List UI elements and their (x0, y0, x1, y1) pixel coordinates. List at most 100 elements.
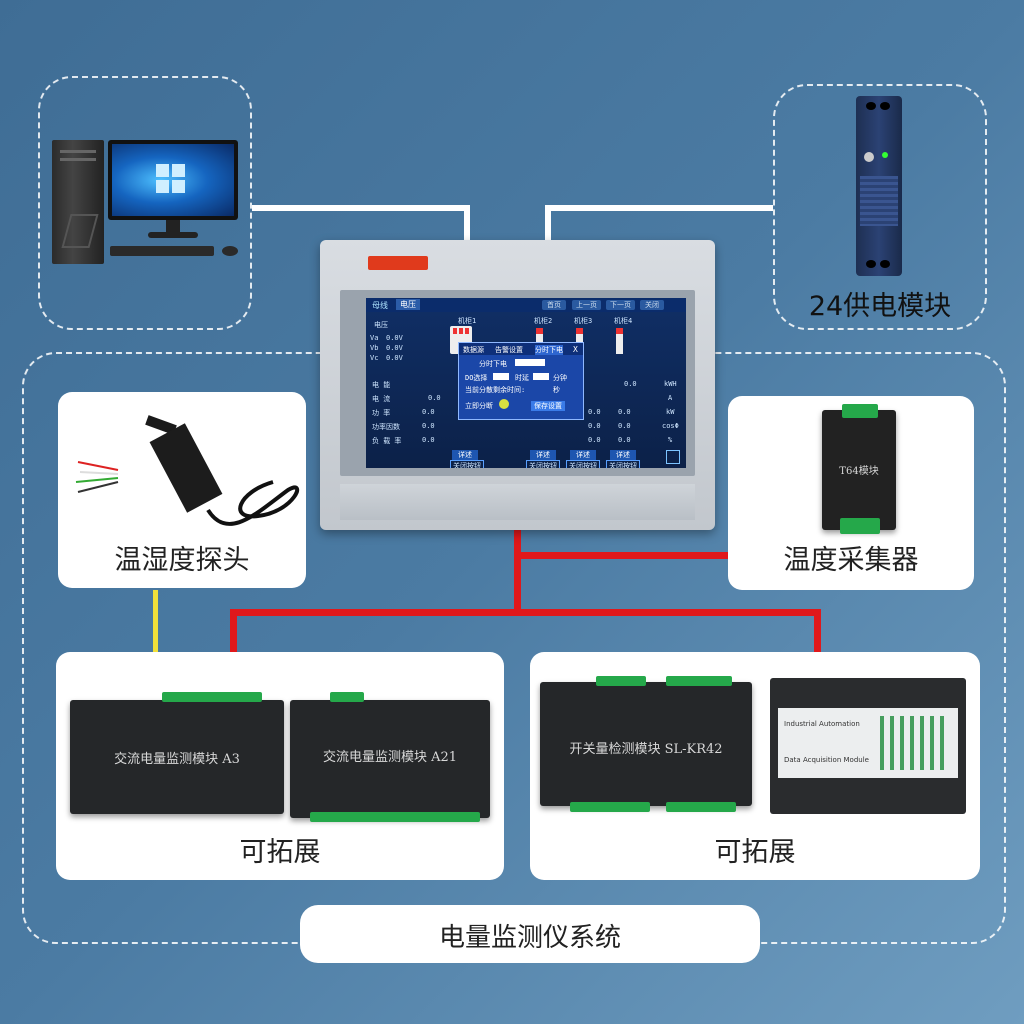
cabinet-2: 机柜2 (534, 317, 553, 325)
t64-module: T64模块 (822, 404, 896, 534)
unit-energy: kWH (664, 380, 677, 388)
probe-sensor-image (75, 415, 300, 526)
popup-delay-label: 时延 (515, 374, 529, 382)
unit-power: kW (666, 408, 675, 416)
windows-logo-icon (156, 164, 186, 194)
cabinet-1: 机柜1 (458, 317, 477, 325)
popup-tab-datasource[interactable]: 数据源 (463, 346, 484, 354)
tab-bus[interactable]: 母线 (372, 301, 388, 310)
wire-bus-right (814, 609, 821, 653)
hmi-panel: 母线 电压 首页 上一页 下一页 关闭 电压 Va 0.0V Vb 0.0V V… (320, 240, 715, 530)
t64-label: T64模块 (839, 466, 879, 477)
probe-label: 温湿度探头 (114, 545, 250, 576)
vc-value: 0.0V (386, 354, 403, 362)
module-a21: 交流电量监测模块 A21 (290, 692, 490, 822)
expand-right-label: 可拓展 (714, 837, 796, 868)
vb-value: 0.0V (386, 344, 403, 352)
cabinet-4: 机柜4 (614, 317, 633, 325)
popup-break-icon[interactable] (499, 399, 509, 409)
home-icon[interactable] (666, 450, 680, 464)
wire-pc-hmi-drop (464, 205, 470, 241)
row-label-power: 功 率 (372, 409, 391, 417)
power-group-outline (773, 84, 987, 330)
row-label-current: 电 流 (372, 395, 391, 403)
popup-do-select-label: DO选择 (465, 374, 488, 382)
close-button[interactable]: 关闭按钮 (606, 460, 640, 468)
hmi-screen-bezel: 母线 电压 首页 上一页 下一页 关闭 电压 Va 0.0V Vb 0.0V V… (340, 290, 695, 476)
wire-bus-horizontal (230, 609, 821, 616)
value-cell: 0.0 (618, 408, 631, 416)
vc-label: Vc (370, 354, 379, 362)
nav-prev[interactable]: 上一页 (572, 300, 601, 310)
data-acquisition-module: Industrial Automation Data Acquisition M… (770, 678, 966, 814)
popup-close-icon[interactable]: X (573, 345, 578, 354)
row-label-load: 负 载 率 (372, 437, 402, 445)
unit-current: A (668, 394, 673, 402)
popup-tab-alarm[interactable]: 告警设置 (495, 346, 523, 354)
popup-tab-timed[interactable]: 分时下电 (535, 345, 563, 355)
tab-voltage[interactable]: 电压 (396, 299, 420, 310)
value-cell: 0.0 (422, 422, 435, 430)
vb-label: Vb (370, 344, 379, 352)
module-a3-label: 交流电量监测模块 A3 (114, 752, 240, 767)
pc-tower (52, 140, 104, 264)
value-cell: 0.0 (588, 408, 601, 416)
popup-remaining-label: 当前分散剩余时间: (465, 386, 526, 394)
desktop-computer (52, 140, 242, 270)
va-label: Va (370, 334, 379, 342)
nav-next[interactable]: 下一页 (606, 300, 635, 310)
pc-monitor (108, 140, 238, 220)
popup-break-now[interactable]: 立即分断 (465, 402, 493, 410)
pc-group-outline (38, 76, 252, 330)
breaker-icon (576, 328, 583, 354)
value-cell: 0.0 (422, 408, 435, 416)
row-label-energy: 电 能 (372, 381, 391, 389)
system-title-pill: 电量监测仪系统 (300, 905, 760, 963)
collector-card: T64模块 温度采集器 (728, 396, 974, 590)
popup-minute-label: 分钟 (553, 374, 567, 382)
detail-button[interactable]: 详述 (452, 450, 478, 460)
wire-pc-hmi (252, 205, 470, 211)
system-title: 电量监测仪系统 (438, 923, 621, 953)
module-kr42: 开关量检测模块 SL-KR42 (540, 676, 752, 812)
mouse (222, 246, 238, 256)
cabinet-3: 机柜3 (574, 317, 593, 325)
close-button[interactable]: 关闭按钮 (526, 460, 560, 468)
nav-home[interactable]: 首页 (542, 300, 566, 310)
unit-load: % (668, 436, 673, 444)
popup-save-button[interactable]: 保存设置 (531, 401, 565, 411)
da-line2: Data Acquisition Module (784, 756, 869, 764)
wire-power-hmi (545, 205, 773, 211)
hmi-screen: 母线 电压 首页 上一页 下一页 关闭 电压 Va 0.0V Vb 0.0V V… (366, 298, 686, 468)
nav-close[interactable]: 关闭 (640, 300, 664, 310)
power-supply-module (856, 96, 902, 276)
row-label-pf: 功率因数 (372, 423, 400, 431)
voltage-title: 电压 (374, 321, 388, 329)
power-label: 24供电模块 (808, 291, 952, 322)
wire-power-hmi-drop (545, 205, 551, 241)
value-cell: 0.0 (618, 422, 631, 430)
module-a21-label: 交流电量监测模块 A21 (322, 750, 458, 765)
probe-card: 温湿度探头 (58, 392, 306, 588)
unit-pf: cosΦ (662, 422, 679, 430)
detail-button[interactable]: 详述 (610, 450, 636, 460)
popup-second-label: 秒 (553, 386, 560, 394)
value-cell: 0.0 (428, 394, 441, 402)
expand-left-card: 交流电量监测模块 A3 交流电量监测模块 A21 可拓展 (56, 652, 504, 880)
module-a3: 交流电量监测模块 A3 (70, 692, 284, 814)
close-button[interactable]: 关闭按钮 (566, 460, 600, 468)
expand-left-label: 可拓展 (239, 837, 321, 868)
close-button[interactable]: 关闭按钮 (450, 460, 484, 468)
value-cell: 0.0 (588, 436, 601, 444)
value-cell: 0.0 (624, 380, 637, 388)
module-kr42-label: 开关量检测模块 SL-KR42 (569, 742, 723, 757)
breaker-icon (616, 328, 623, 354)
collector-label: 温度采集器 (783, 545, 919, 576)
detail-button[interactable]: 详述 (570, 450, 596, 460)
wire-to-collector (514, 552, 728, 559)
value-cell: 0.0 (422, 436, 435, 444)
expand-right-card: 开关量检测模块 SL-KR42 Industrial Automation Da… (530, 652, 980, 880)
value-cell: 0.0 (588, 422, 601, 430)
detail-button[interactable]: 详述 (530, 450, 556, 460)
keyboard (110, 246, 214, 256)
